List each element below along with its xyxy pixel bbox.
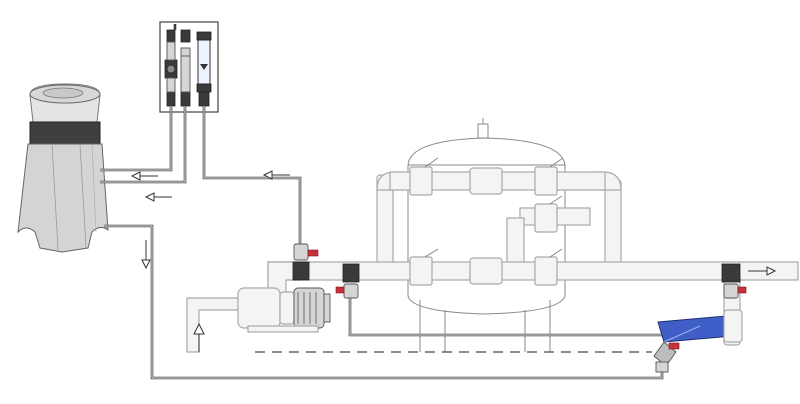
sample-valve (292, 243, 319, 281)
circulation-pump (237, 287, 331, 333)
flow-arrow-sample-line (262, 170, 290, 180)
return-valve (335, 263, 360, 299)
y-strainer (653, 309, 743, 373)
dosing-tubes (100, 24, 700, 380)
chemical-tank (17, 83, 109, 253)
flow-arrow-tank-inlet-1 (130, 171, 158, 181)
outlet-valve (721, 263, 747, 299)
flow-arrow-tank-drain (141, 240, 151, 270)
flowmeter-panel (159, 21, 219, 113)
sand-filter-vessel (407, 118, 566, 352)
flow-arrow-tank-inlet-2 (144, 192, 172, 202)
flow-arrow-outlet (748, 266, 777, 276)
flow-arrow-pump-suction (193, 322, 205, 352)
